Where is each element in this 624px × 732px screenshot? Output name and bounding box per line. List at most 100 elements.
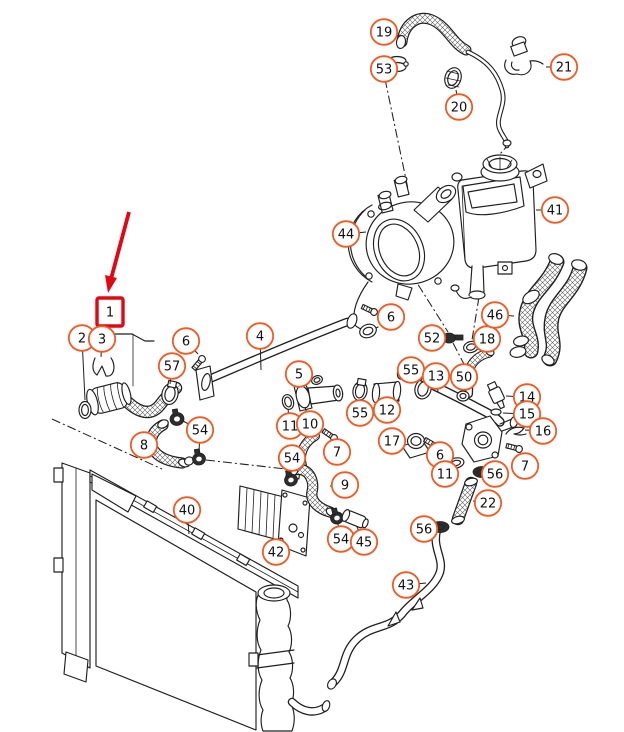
callout-50[interactable]: 50 bbox=[449, 363, 479, 392]
callout-circle[interactable] bbox=[409, 515, 439, 543]
callout-57[interactable]: 57 bbox=[157, 352, 187, 385]
callout-number: 8 bbox=[140, 439, 148, 454]
callout-circle[interactable] bbox=[473, 489, 503, 517]
callout-55[interactable]: 55 bbox=[345, 398, 375, 427]
callout-10[interactable]: 10 bbox=[295, 406, 325, 438]
callout-42[interactable]: 42 bbox=[261, 537, 291, 566]
callout-40[interactable]: 40 bbox=[172, 496, 202, 535]
callout-circle[interactable] bbox=[449, 363, 479, 391]
hose-assembly-1 bbox=[76, 333, 155, 420]
callout-circle[interactable] bbox=[376, 303, 406, 331]
callout-15[interactable]: 15 bbox=[502, 400, 542, 428]
callout-circle[interactable] bbox=[372, 396, 402, 424]
callout-13[interactable]: 13 bbox=[421, 362, 451, 393]
callout-number: 57 bbox=[164, 360, 181, 375]
callout-number: 52 bbox=[424, 332, 441, 347]
callout-45[interactable]: 45 bbox=[349, 526, 379, 556]
callout-3[interactable]: 3 bbox=[87, 325, 117, 358]
callout-11[interactable]: 11 bbox=[430, 460, 460, 488]
callout-number: 41 bbox=[547, 204, 564, 219]
callout-22[interactable]: 22 bbox=[472, 489, 503, 517]
callout-53[interactable]: 53 bbox=[369, 55, 399, 83]
callout-16[interactable]: 16 bbox=[524, 417, 558, 445]
callout-circle[interactable] bbox=[129, 431, 159, 459]
callout-circle[interactable] bbox=[369, 55, 399, 83]
callout-number: 3 bbox=[98, 333, 106, 348]
callout-circle[interactable] bbox=[295, 410, 325, 438]
callout-43[interactable]: 43 bbox=[391, 571, 427, 599]
callout-52[interactable]: 52 bbox=[417, 324, 447, 352]
callout-circle[interactable] bbox=[330, 471, 360, 499]
callout-circle[interactable] bbox=[261, 538, 291, 566]
callout-2[interactable]: 2 bbox=[67, 324, 97, 401]
coolant-pipes bbox=[195, 52, 519, 690]
callout-9[interactable]: 9 bbox=[329, 471, 360, 499]
callout-54[interactable]: 54 bbox=[182, 416, 215, 454]
callout-circle[interactable] bbox=[322, 438, 352, 466]
callout-55[interactable]: 55 bbox=[396, 356, 426, 384]
callout-circle[interactable] bbox=[528, 417, 558, 445]
callout-number: 54 bbox=[192, 424, 209, 439]
callout-circle[interactable] bbox=[331, 220, 361, 248]
callout-17[interactable]: 17 bbox=[377, 427, 407, 455]
callout-56[interactable]: 56 bbox=[409, 515, 439, 543]
pump-housing bbox=[347, 175, 457, 331]
callout-11[interactable]: 11 bbox=[275, 408, 305, 440]
callout-number: 2 bbox=[78, 332, 86, 347]
callout-number: 43 bbox=[398, 579, 415, 594]
callout-1[interactable]: 1 bbox=[95, 296, 125, 328]
callout-circle[interactable] bbox=[157, 352, 187, 380]
callout-5[interactable]: 5 bbox=[284, 360, 314, 388]
highlighted-callout-box[interactable] bbox=[95, 296, 125, 328]
callout-21[interactable]: 21 bbox=[546, 53, 579, 81]
callout-56[interactable]: 56 bbox=[480, 460, 510, 488]
callout-circle[interactable] bbox=[172, 496, 202, 524]
callout-41[interactable]: 41 bbox=[536, 196, 570, 224]
callout-circle[interactable] bbox=[185, 416, 215, 444]
callout-circle[interactable] bbox=[349, 528, 379, 556]
callout-circle[interactable] bbox=[87, 325, 117, 353]
callout-number: 11 bbox=[437, 468, 454, 483]
callout-44[interactable]: 44 bbox=[331, 220, 367, 248]
callout-6[interactable]: 6 bbox=[376, 303, 406, 331]
callout-4[interactable]: 4 bbox=[245, 322, 275, 371]
callout-54[interactable]: 54 bbox=[277, 444, 307, 475]
callout-number: 55 bbox=[403, 364, 420, 379]
callout-12[interactable]: 12 bbox=[372, 396, 402, 424]
callout-circle[interactable] bbox=[444, 93, 474, 121]
callout-circle[interactable] bbox=[345, 399, 375, 427]
callout-circle[interactable] bbox=[510, 452, 540, 480]
callout-number: 21 bbox=[556, 61, 573, 76]
callout-circle[interactable] bbox=[245, 322, 275, 350]
expansion-tank bbox=[450, 154, 548, 300]
callout-number: 9 bbox=[341, 479, 349, 494]
callout-circle[interactable] bbox=[512, 400, 542, 428]
callout-number: 11 bbox=[282, 420, 299, 435]
callout-6[interactable]: 6 bbox=[171, 327, 201, 355]
callout-circle[interactable] bbox=[369, 18, 399, 46]
callout-19[interactable]: 19 bbox=[369, 18, 401, 46]
callout-circle[interactable] bbox=[417, 324, 447, 352]
callout-circle[interactable] bbox=[377, 427, 407, 455]
callout-7[interactable]: 7 bbox=[510, 452, 540, 480]
callout-circle[interactable] bbox=[480, 301, 510, 329]
callout-circle[interactable] bbox=[284, 360, 314, 388]
callout-circle[interactable] bbox=[421, 362, 451, 390]
callout-8[interactable]: 8 bbox=[129, 431, 159, 459]
callout-circle[interactable] bbox=[391, 571, 421, 599]
callout-number: 18 bbox=[479, 333, 496, 348]
callout-circle[interactable] bbox=[540, 196, 570, 224]
callout-number: 15 bbox=[519, 408, 536, 423]
callout-circle[interactable] bbox=[480, 460, 510, 488]
callout-18[interactable]: 18 bbox=[472, 325, 502, 353]
callout-46[interactable]: 46 bbox=[480, 301, 515, 329]
callout-20[interactable]: 20 bbox=[444, 89, 474, 121]
callout-number: 19 bbox=[376, 26, 393, 41]
callout-circle[interactable] bbox=[277, 444, 307, 472]
callout-54[interactable]: 54 bbox=[326, 523, 356, 553]
callout-circle[interactable] bbox=[171, 327, 201, 355]
callout-circle[interactable] bbox=[549, 53, 579, 81]
callout-circle[interactable] bbox=[430, 460, 460, 488]
callout-7[interactable]: 7 bbox=[322, 438, 352, 466]
callout-number: 17 bbox=[384, 435, 401, 450]
